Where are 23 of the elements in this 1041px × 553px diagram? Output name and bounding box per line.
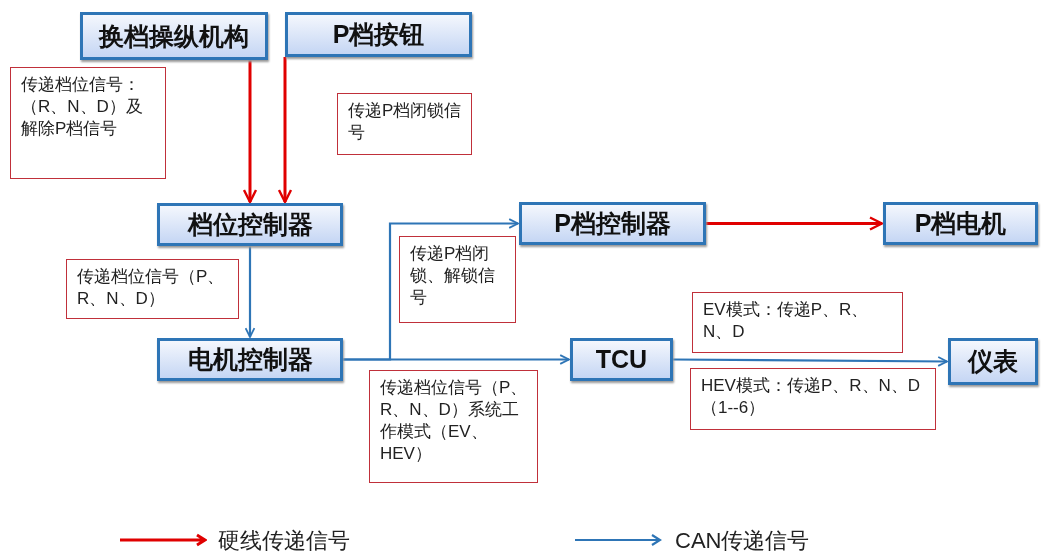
component-box: P档按钮 [285,12,472,57]
signal-note-box: EV模式：传递P、R、N、D [692,292,903,353]
signal-note-box: 传递P档闭锁信号 [337,93,472,155]
component-box: 仪表 [948,338,1038,385]
arrow [277,57,293,204]
signal-note-box: HEV模式：传递P、R、N、D（1--6） [690,368,936,430]
arrow [673,356,948,367]
signal-note-box: 传递档位信号（P、R、N、D） [66,259,239,319]
component-box: 电机控制器 [157,338,343,381]
arrow [244,246,256,338]
legend-text: 硬线传递信号 [218,527,350,553]
arrow [706,216,884,231]
arrow [343,218,519,361]
signal-note-box: 传递P档闭锁、解锁信号 [399,236,516,323]
component-box: 档位控制器 [157,203,343,246]
signal-note-box: 传递档位信号：（R、N、D）及解除P档信号 [10,67,166,179]
legend-text: CAN传递信号 [675,527,810,553]
arrow [242,60,258,204]
component-box: 换档操纵机构 [80,12,268,60]
component-box: TCU [570,338,673,381]
signal-note-box: 传递档位信号（P、R、N、D）系统工作模式（EV、HEV） [369,370,538,483]
component-box: P档控制器 [519,202,706,245]
component-box: P档电机 [883,202,1038,245]
